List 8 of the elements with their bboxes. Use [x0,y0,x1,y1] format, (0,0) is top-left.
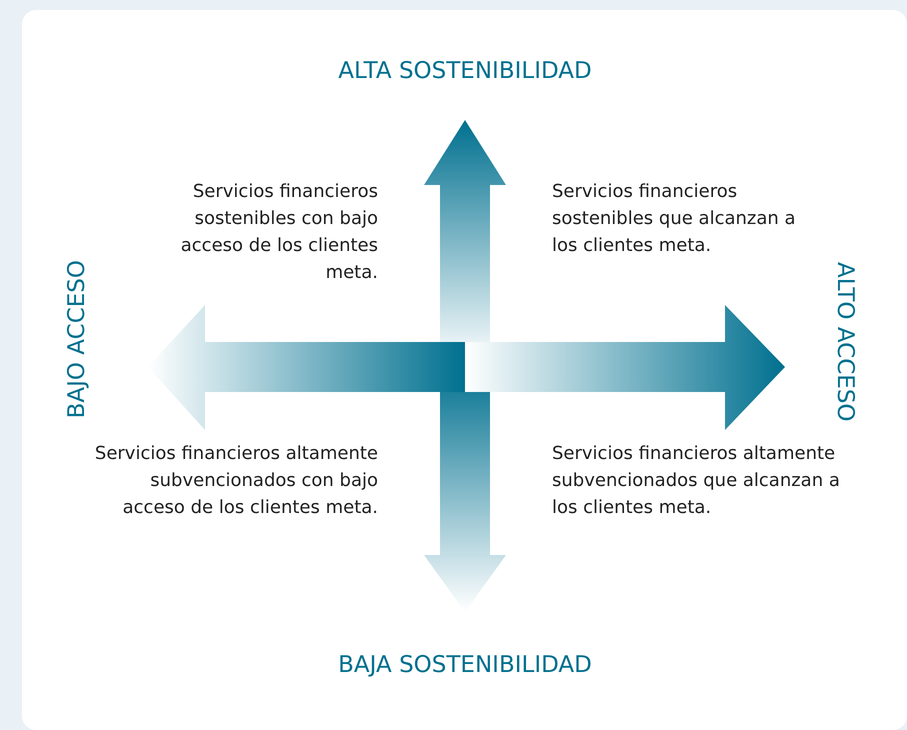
quadrant-text: Servicios financieros sostenibles que alcanzan a los clientes meta. [552,180,797,258]
axis-label: ALTA SOSTENIBILIDAD [338,58,592,84]
quadrant-text: Servicios financieros altamente subvencionados con bajo acceso de los clientes meta. [94,442,378,520]
axis-label: ALTO ACCESO [832,262,858,422]
axis-label: BAJO ACCESO [64,260,90,418]
quadrant-text: Servicios financieros altamente subvencionados que alcanzan a los clientes meta. [552,442,841,520]
quadrant-text: Servicios financieros sostenibles con bajo acceso de los clientes meta. [180,180,378,285]
axis-label: BAJA SOSTENIBILIDAD [338,652,592,678]
